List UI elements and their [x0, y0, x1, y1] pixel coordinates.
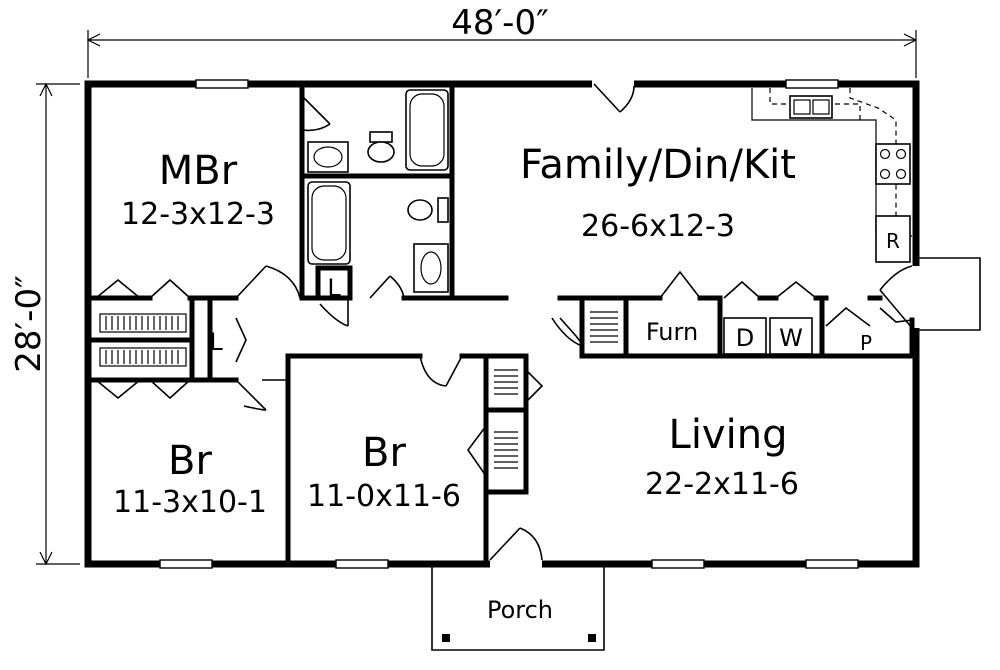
living-name: Living [669, 412, 788, 458]
bedroom-left-name: Br [168, 438, 212, 484]
bedroom-left-size: 11-3x10-1 [113, 485, 267, 520]
porch [431, 566, 605, 651]
dimension-depth-label: 28′-0″ [9, 275, 49, 373]
dryer-label: D [736, 324, 754, 352]
side-stoop [918, 257, 981, 331]
kitchen-cabinets [751, 88, 912, 263]
closet-rods [99, 311, 618, 469]
living-size: 22-2x11-6 [645, 467, 799, 502]
interior-walls [89, 85, 915, 563]
pantry-label: P [860, 331, 872, 355]
exterior-walls [84, 78, 922, 570]
family-din-kit-size: 26-6x12-3 [581, 209, 735, 244]
washer-label: W [779, 324, 803, 352]
linen-hall-label: L [209, 328, 223, 356]
refrigerator-label: R [886, 229, 900, 253]
dimension-width: 48′-0″ [86, 3, 918, 78]
bedroom-middle-name: Br [362, 430, 406, 476]
master-bedroom-size: 12-3x12-3 [121, 197, 275, 232]
bedroom-middle-size: 11-0x11-6 [307, 479, 461, 514]
master-bedroom-name: MBr [159, 148, 238, 194]
linen-bath-label: L [327, 274, 341, 302]
family-din-kit-name: Family/Din/Kit [520, 142, 796, 188]
dimension-width-label: 48′-0″ [451, 3, 549, 43]
utility-appliances [723, 317, 813, 355]
fixture-labels: L L Furn D W P R [209, 229, 900, 356]
dimension-depth: 28′-0″ [9, 82, 80, 566]
bath-fixtures [307, 89, 449, 293]
room-labels: MBr 12-3x12-3 Family/Din/Kit 26-6x12-3 B… [113, 142, 799, 624]
doors [95, 83, 913, 561]
porch-name: Porch [487, 596, 553, 624]
furnace-label: Furn [646, 318, 698, 346]
